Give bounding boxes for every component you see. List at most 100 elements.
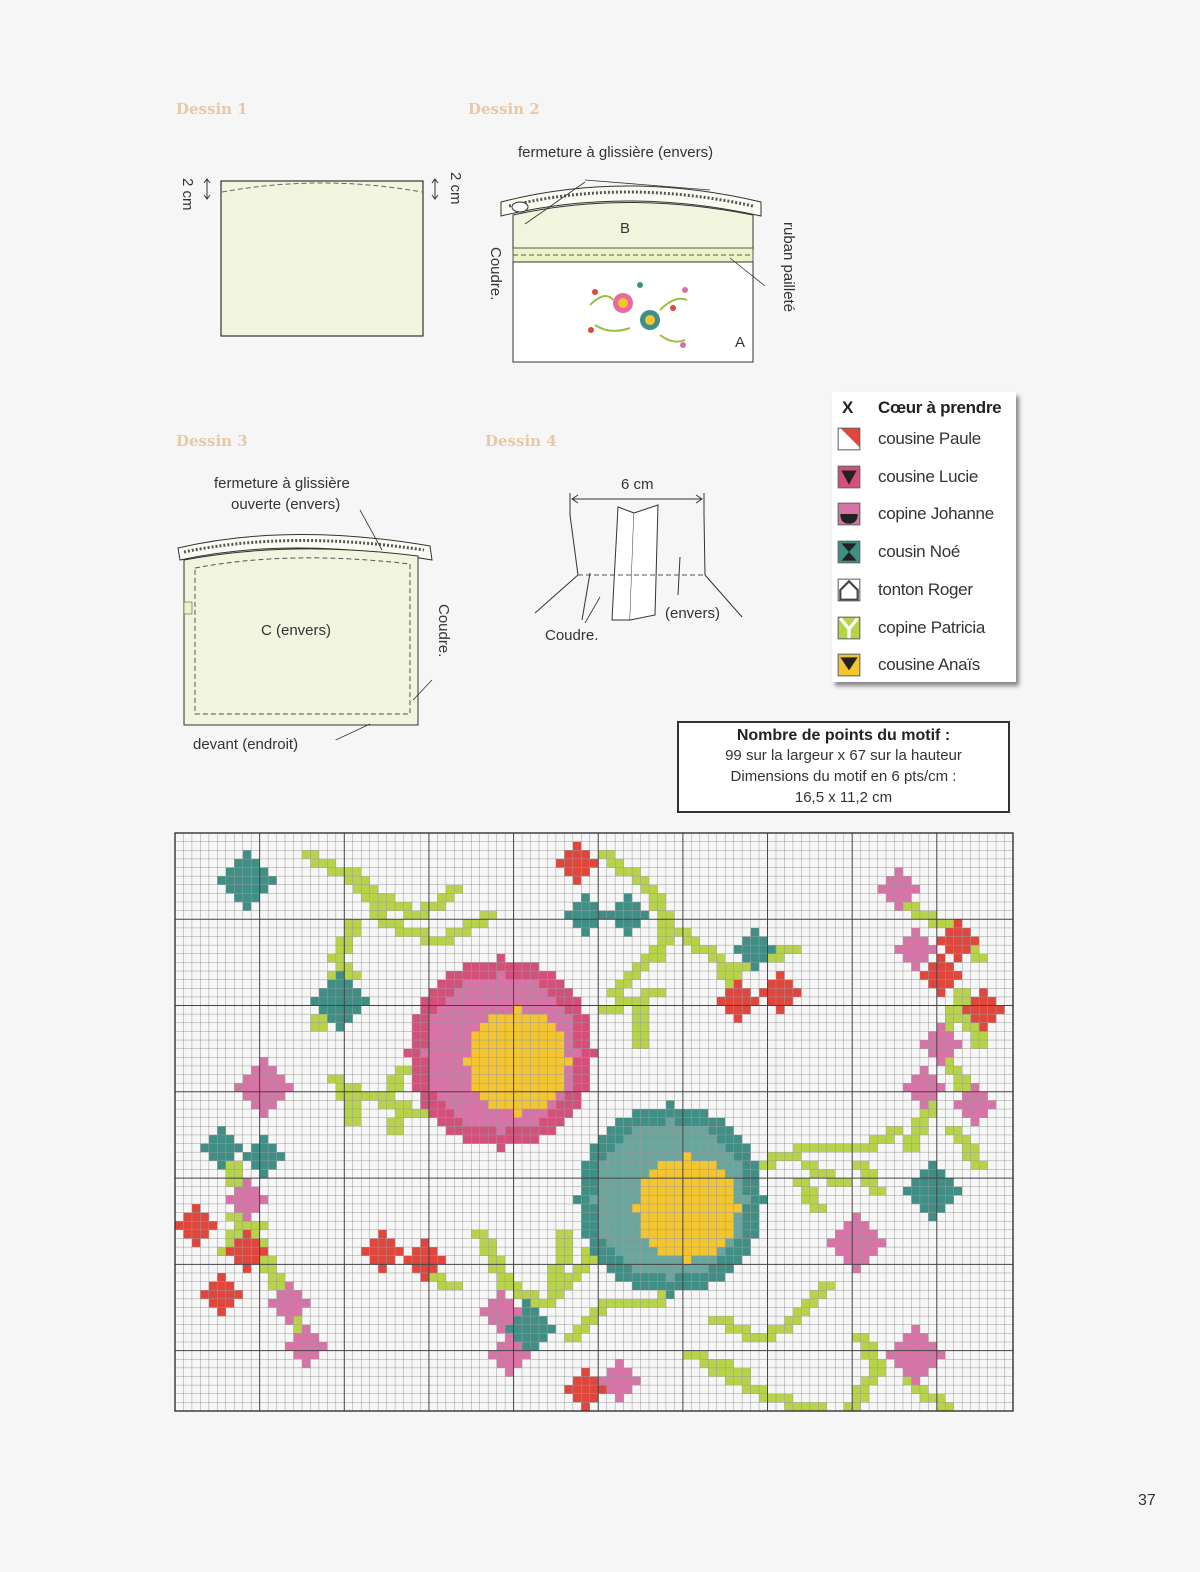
stitch-cell — [894, 945, 904, 954]
stitch-cell — [674, 1212, 684, 1222]
stitch-cell — [530, 1091, 540, 1101]
stitch-cell — [462, 1005, 472, 1015]
stitch-cell — [589, 1152, 599, 1162]
stitch-cell — [767, 996, 777, 1006]
stitch-cell — [615, 1247, 624, 1256]
stitch-cell — [335, 1074, 345, 1084]
stitch-cell — [649, 1238, 658, 1248]
stitch-cell — [522, 1057, 531, 1067]
stitch-cell — [657, 1247, 667, 1256]
stitch-cell — [987, 996, 997, 1006]
stitch-cell — [471, 988, 480, 998]
stitch-cell — [928, 1083, 938, 1093]
stitch-cell — [581, 1376, 590, 1386]
stitch-cell — [268, 1281, 277, 1291]
stitch-cell — [640, 1212, 650, 1222]
stitch-cell — [318, 1341, 328, 1351]
stitch-cell — [936, 1195, 946, 1205]
stitch-cell — [911, 1333, 921, 1343]
stitch-cell — [725, 1152, 734, 1162]
stitch-cell — [665, 1264, 675, 1274]
stitch-cell — [962, 1109, 971, 1118]
stitch-cell — [251, 1065, 260, 1075]
stitch-cell — [860, 1221, 870, 1231]
stitch-cell — [691, 1281, 701, 1291]
stitch-cell — [869, 1341, 878, 1351]
stitch-cell — [505, 1341, 514, 1351]
stitch-cell — [657, 953, 667, 963]
stitch-cell — [335, 1005, 345, 1015]
stitch-cell — [538, 1316, 548, 1325]
stitch-cell — [649, 1212, 658, 1222]
stitch-cell — [200, 1143, 210, 1153]
stitch-cell — [615, 1143, 624, 1153]
stitch-cell — [911, 1117, 921, 1127]
stitch-cell — [513, 1083, 523, 1093]
stitch-cell — [352, 876, 362, 885]
stitch-cell — [242, 1195, 252, 1205]
stitch-cell — [496, 1126, 506, 1136]
stitch-cell — [886, 893, 895, 903]
stitch-cell — [428, 1022, 438, 1032]
stitch-cell — [911, 1324, 921, 1334]
stitch-cell — [953, 1065, 963, 1075]
stitch-cell — [657, 902, 667, 911]
stitch-cell — [860, 1247, 870, 1256]
stitch-cell — [251, 1247, 260, 1256]
stitch-cell — [437, 1031, 447, 1041]
stitch-cell — [242, 1074, 252, 1084]
stitch-cell — [301, 850, 311, 860]
stitch-cell — [699, 1229, 709, 1239]
stitch-cell — [191, 1203, 201, 1213]
stitch-cell — [809, 1298, 819, 1308]
stitch-cell — [970, 1091, 980, 1101]
stitch-cell — [479, 1057, 489, 1067]
stitch-cell — [462, 1040, 472, 1049]
stitch-cell — [564, 1385, 574, 1394]
stitch-cell — [386, 919, 396, 929]
stitch-cell — [538, 1065, 548, 1075]
stitch-cell — [615, 1152, 624, 1162]
stitch-cell — [505, 1117, 514, 1127]
stitch-cell — [733, 1178, 743, 1187]
stitch-cell — [632, 1005, 641, 1015]
stitch-cell — [775, 988, 785, 998]
info-title: Nombre de points du motif : — [736, 727, 951, 744]
stitch-cell — [725, 996, 734, 1006]
stitch-cell — [665, 936, 675, 946]
stitch-cell — [615, 1126, 624, 1136]
stitch-cell — [936, 1186, 946, 1196]
legend-item-name: tonton Roger — [878, 579, 973, 599]
stitch-cell — [572, 1022, 582, 1032]
stitch-cell — [496, 1091, 506, 1101]
stitch-cell — [902, 1341, 912, 1351]
stitch-cell — [547, 1290, 557, 1300]
stitch-cell — [928, 1100, 938, 1110]
stitch-cell — [775, 996, 785, 1006]
stitch-cell — [522, 1290, 531, 1300]
stitch-cell — [479, 1100, 489, 1110]
stitch-cell — [699, 1359, 709, 1369]
cross-stitch-chart — [174, 832, 1014, 1412]
legend-item: cousine Lucie — [836, 462, 978, 492]
stitch-cell — [953, 1014, 963, 1023]
stitch-cell — [217, 1281, 226, 1291]
stitch-cell — [242, 1091, 252, 1101]
stitch-cell — [682, 936, 692, 946]
stitch-cell — [268, 1152, 277, 1162]
stitch-cell — [589, 1195, 599, 1205]
stitch-cell — [285, 1307, 294, 1317]
stitch-cell — [217, 1247, 226, 1256]
dessin-3-sew-label: Coudre. — [435, 604, 452, 658]
stitch-cell — [632, 1152, 641, 1162]
stitch-cell — [505, 988, 514, 998]
stitch-cell — [632, 1272, 641, 1282]
stitch-cell — [479, 1091, 489, 1101]
stitch-cell — [538, 1117, 548, 1127]
stitch-cell — [657, 919, 667, 929]
stitch-cell — [555, 1091, 565, 1101]
stitch-cell — [496, 1350, 506, 1360]
stitch-cell — [369, 902, 379, 911]
stitch-cell — [386, 1238, 396, 1248]
stitch-cell — [742, 1367, 751, 1377]
